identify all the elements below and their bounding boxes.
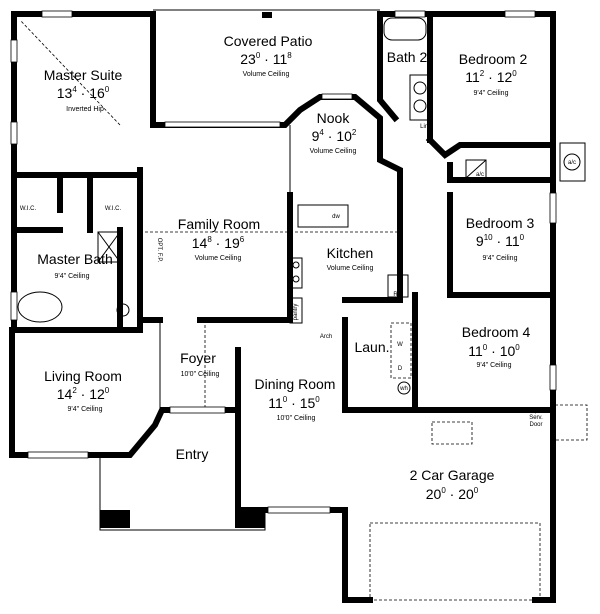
room-name: Bedroom 4 (462, 324, 531, 340)
service-door-label: Door (529, 422, 542, 428)
room-laundry: Laun. (354, 339, 389, 355)
service-door-label: Serv. (529, 415, 543, 421)
room-dimensions: 134 · 160 (57, 85, 110, 101)
room-entry: Entry (176, 446, 209, 462)
room-foyer: Foyer 10'0" Ceiling (180, 350, 219, 378)
room-ceiling: Volume Ceiling (195, 255, 242, 262)
room-name: Kitchen (327, 245, 374, 261)
pantry-label: pantry (293, 304, 299, 321)
fixture-labels: W.I.C. W.I.C. OPT. F.P. dw Ref pantry Ar… (20, 124, 576, 428)
ac-label: a/c (568, 160, 576, 166)
room-dimensions: 200 · 200 (426, 486, 479, 502)
room-nook: Nook 94 · 102 Volume Ceiling (310, 110, 357, 155)
room-name: Dining Room (255, 376, 336, 392)
room-ceiling: Volume Ceiling (243, 71, 290, 78)
room-living-room: Living Room 142 · 120 9'4" Ceiling (44, 368, 122, 413)
dryer-label: D (398, 366, 403, 372)
dishwasher-label: dw (332, 214, 340, 220)
room-name: 2 Car Garage (410, 467, 495, 483)
room-ceiling: 10'0" Ceiling (277, 415, 316, 422)
room-covered-patio: Covered Patio 230 · 118 Volume Ceiling (224, 33, 313, 78)
room-dining-room: Dining Room 110 · 150 10'0" Ceiling (255, 376, 336, 422)
room-name: Laun. (354, 339, 389, 355)
room-name: Bedroom 2 (459, 51, 528, 67)
wic-label: W.I.C. (20, 206, 37, 212)
room-ceiling: 9'4" Ceiling (483, 255, 518, 262)
room-name: Master Bath (37, 251, 112, 267)
room-name: Bath 2 (387, 49, 428, 65)
windows (10, 10, 588, 601)
room-family-room: Family Room 148 · 196 Volume Ceiling (178, 216, 260, 262)
walls (9, 9, 556, 603)
water-heater-label: wh (399, 386, 408, 392)
room-ceiling: Volume Ceiling (327, 265, 374, 272)
refrigerator-label: Ref (393, 292, 403, 298)
room-ceiling: Volume Ceiling (310, 148, 357, 155)
room-name: Family Room (178, 216, 260, 232)
room-dimensions: 910 · 110 (476, 233, 525, 249)
room-ceiling: 9'4" Ceiling (55, 273, 90, 280)
room-dimensions: 112 · 120 (465, 69, 517, 85)
room-dimensions: 110 · 100 (468, 343, 520, 359)
room-dimensions: 142 · 120 (57, 386, 110, 402)
room-kitchen: Kitchen Volume Ceiling (327, 245, 374, 272)
room-dimensions: 94 · 102 (312, 128, 357, 144)
room-name: Foyer (180, 350, 216, 366)
room-ceiling: 9'4" Ceiling (477, 362, 512, 369)
washer-label: W (397, 342, 403, 348)
room-bedroom-2: Bedroom 2 112 · 120 9'4" Ceiling (459, 51, 528, 97)
service-door-label: Opt. (530, 408, 542, 414)
room-name: Covered Patio (224, 33, 313, 49)
room-ceiling: 10'0" Ceiling (181, 371, 220, 378)
ac-label: a/c (476, 172, 484, 178)
linen-label: Lin. (420, 124, 430, 130)
room-dimensions: 148 · 196 (192, 235, 245, 251)
fixtures (17, 17, 586, 395)
fireplace-label: OPT. F.P. (156, 238, 162, 263)
room-bath-2: Bath 2 (387, 49, 428, 65)
room-ceiling: Inverted Hip (66, 106, 104, 113)
room-name: Living Room (44, 368, 122, 384)
room-dimensions: 230 · 118 (240, 51, 292, 67)
room-name: Bedroom 3 (466, 215, 535, 231)
room-bedroom-4: Bedroom 4 110 · 100 9'4" Ceiling (462, 324, 531, 369)
room-ceiling: 9'4" Ceiling (474, 90, 509, 97)
room-name: Master Suite (44, 67, 123, 83)
room-dimensions: 110 · 150 (268, 395, 320, 411)
room-master-bath: Master Bath 9'4" Ceiling (37, 251, 112, 280)
room-garage: 2 Car Garage 200 · 200 (410, 467, 495, 502)
room-bedroom-3: Bedroom 3 910 · 110 9'4" Ceiling (466, 215, 535, 262)
room-master-suite: Master Suite 134 · 160 Inverted Hip (44, 67, 123, 113)
room-ceiling: 9'4" Ceiling (68, 406, 103, 413)
wic-label: W.I.C. (105, 206, 122, 212)
arch-label: Arch (320, 334, 332, 340)
room-name: Nook (317, 110, 351, 126)
room-name: Entry (176, 446, 209, 462)
